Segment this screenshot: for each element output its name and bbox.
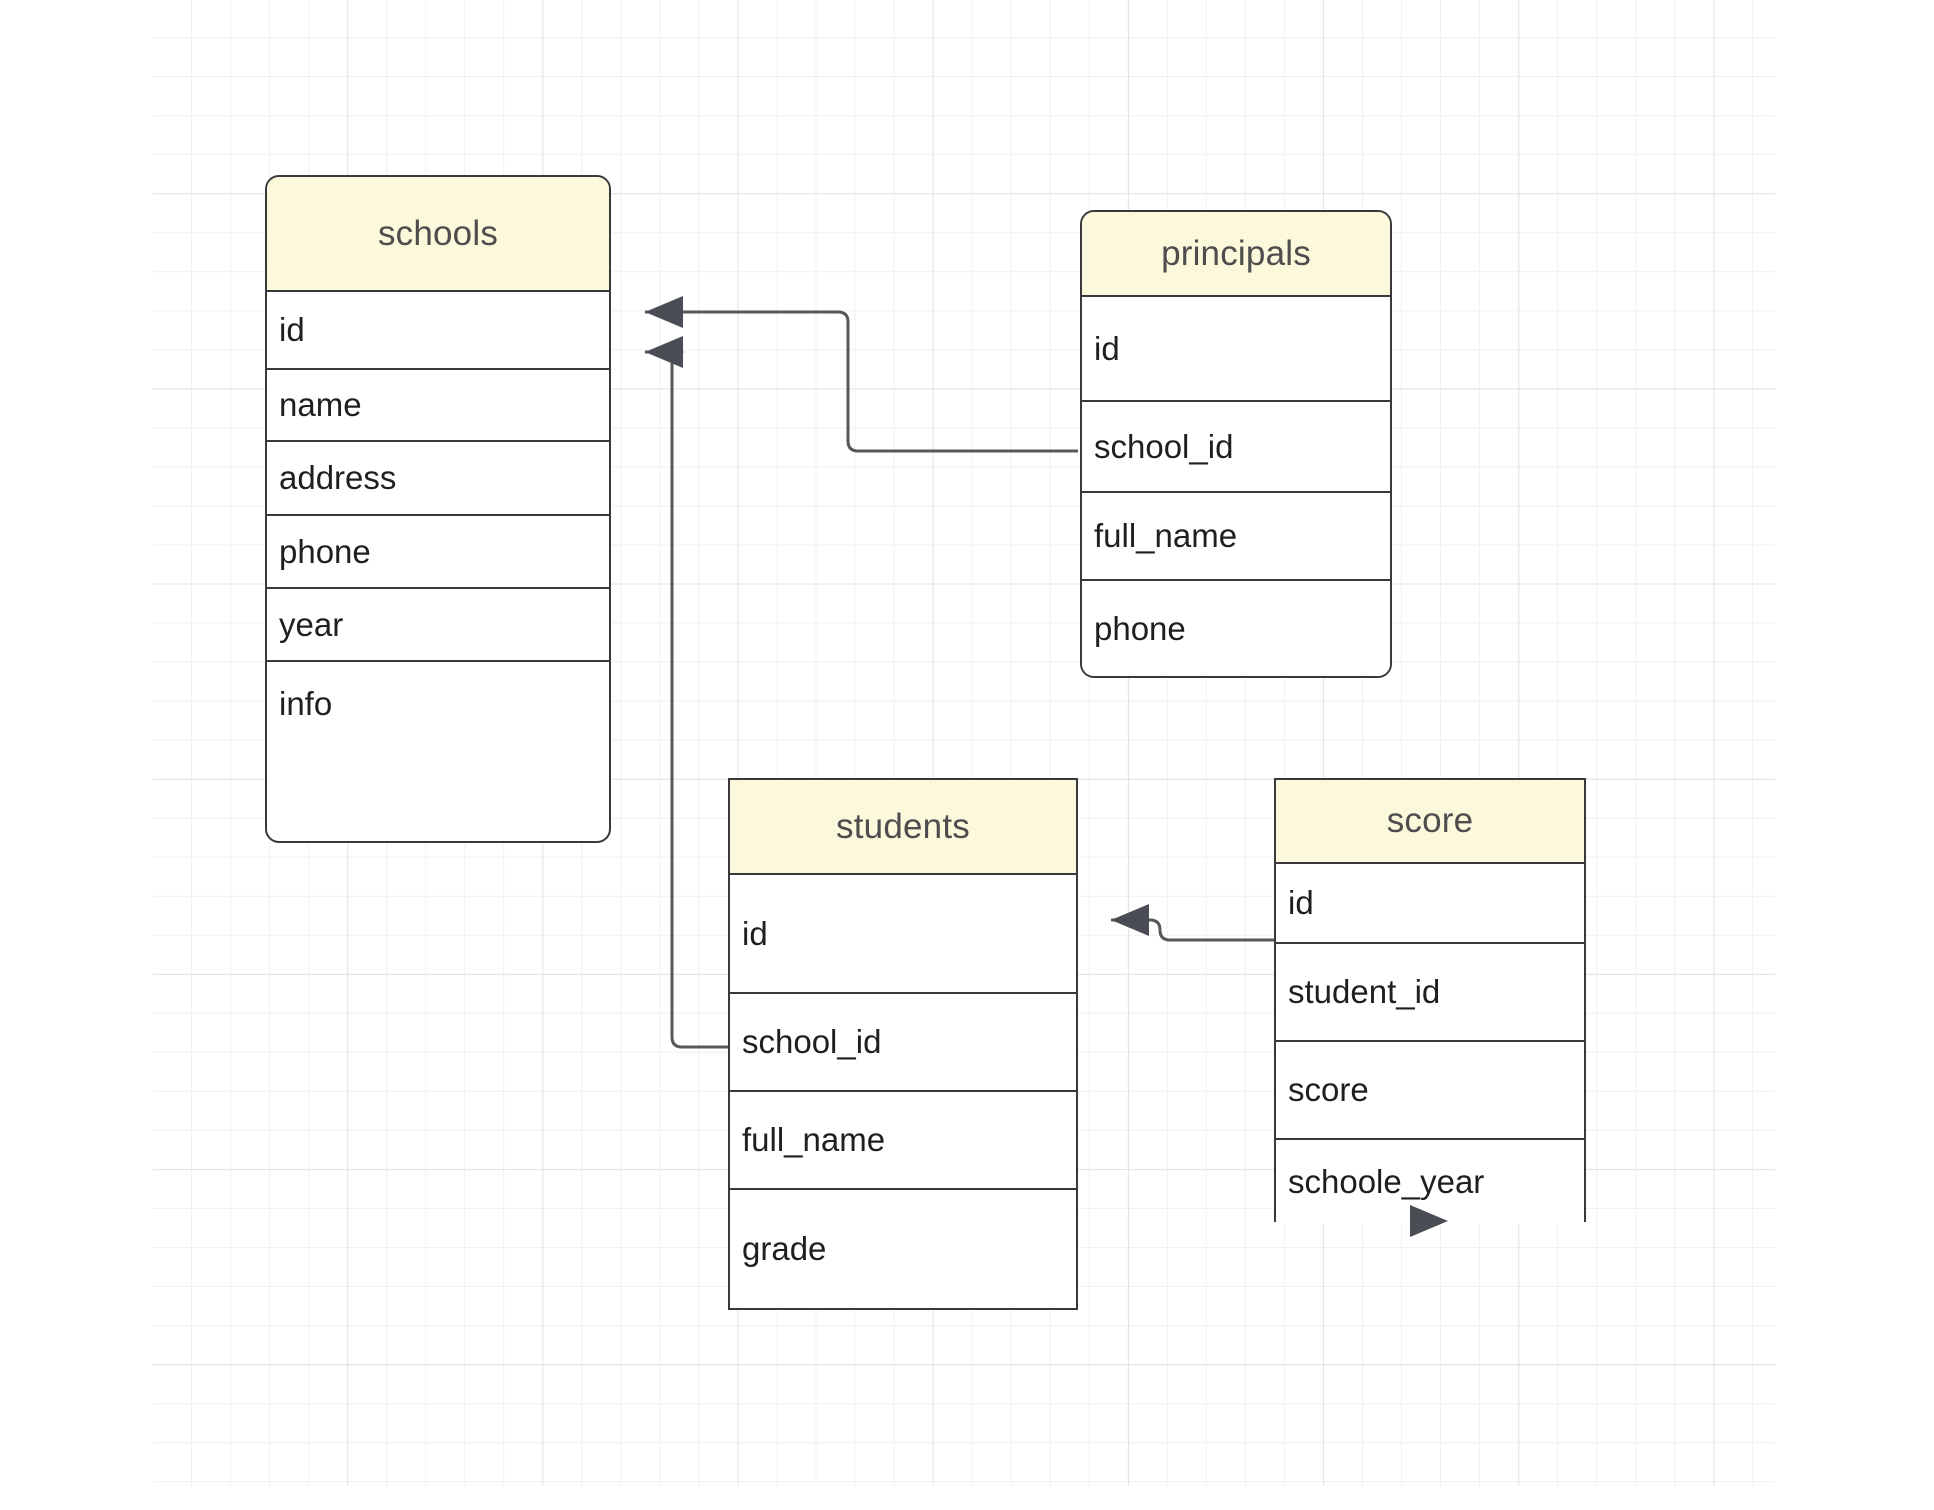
attribute-schools-phone[interactable]: phone — [267, 516, 609, 589]
attribute-principals-id[interactable]: id — [1082, 297, 1390, 402]
attribute-score-student_id[interactable]: student_id — [1276, 944, 1584, 1042]
connector-students-to-schools[interactable] — [645, 336, 728, 1049]
entity-score[interactable]: score id student_id score schoole_year — [1274, 778, 1586, 1224]
attribute-students-full_name[interactable]: full_name — [730, 1092, 1076, 1190]
attribute-schools-id[interactable]: id — [267, 292, 609, 370]
connector-principals-to-schools[interactable] — [645, 296, 1078, 453]
attribute-students-id[interactable]: id — [730, 875, 1076, 994]
arrow-left-icon — [1111, 904, 1149, 936]
entity-schools[interactable]: schools id name address phone year info — [265, 175, 611, 843]
attribute-principals-school_id[interactable]: school_id — [1082, 402, 1390, 493]
entity-principals-title: principals — [1082, 212, 1390, 297]
attribute-schools-info[interactable]: info — [267, 662, 609, 745]
attribute-score-id[interactable]: id — [1276, 864, 1584, 944]
entity-schools-title: schools — [267, 177, 609, 292]
attribute-schools-year[interactable]: year — [267, 589, 609, 662]
entity-students[interactable]: students id school_id full_name grade — [728, 778, 1078, 1310]
entity-principals[interactable]: principals id school_id full_name phone — [1080, 210, 1392, 678]
entity-students-title: students — [730, 780, 1076, 875]
attribute-score-schoole_year[interactable]: schoole_year — [1276, 1140, 1584, 1224]
attribute-students-grade[interactable]: grade — [730, 1190, 1076, 1308]
connector-score-to-students[interactable] — [1111, 904, 1274, 942]
entity-score-title: score — [1276, 780, 1584, 864]
arrow-left-icon — [645, 336, 683, 368]
arrow-left-icon — [645, 296, 683, 328]
attribute-schools-address[interactable]: address — [267, 442, 609, 516]
attribute-principals-full_name[interactable]: full_name — [1082, 493, 1390, 581]
attribute-score-score[interactable]: score — [1276, 1042, 1584, 1140]
attribute-schools-name[interactable]: name — [267, 370, 609, 442]
attribute-principals-phone[interactable]: phone — [1082, 581, 1390, 676]
attribute-students-school_id[interactable]: school_id — [730, 994, 1076, 1092]
